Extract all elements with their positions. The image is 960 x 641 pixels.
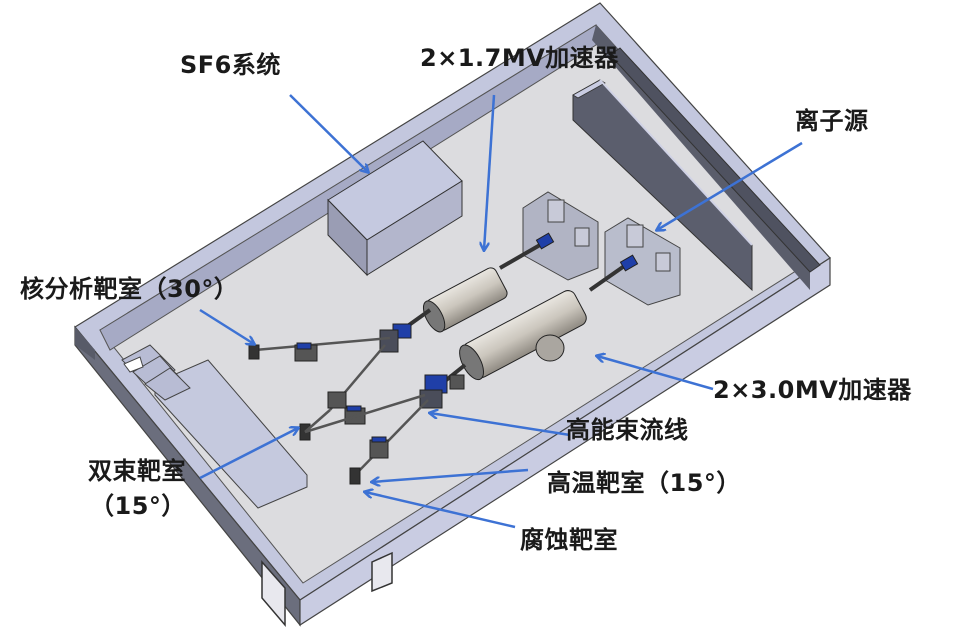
accelerator-3-0mv-tank-port bbox=[535, 334, 565, 362]
building bbox=[74, 2, 831, 628]
sf6-box bbox=[327, 140, 463, 277]
ion-source-enclosure-2 bbox=[604, 217, 681, 306]
arrow-ion bbox=[657, 141, 803, 230]
door-front bbox=[371, 551, 393, 593]
callout-arrows bbox=[199, 94, 803, 529]
label-ion-source: 离子源 bbox=[795, 107, 869, 135]
label-high-temp-chamber: 高温靶室（15°） bbox=[547, 469, 741, 497]
label-dual-beam-chamber: 双束靶室 bbox=[88, 457, 186, 485]
label-corrosion-chamber: 腐蚀靶室 bbox=[520, 526, 618, 554]
label-high-energy-beamline: 高能束流线 bbox=[566, 416, 689, 444]
label-sf6-system: SF6系统 bbox=[180, 51, 281, 79]
arrow-hebeam bbox=[430, 413, 571, 437]
label-nuclear-analysis-chamber: 核分析靶室（30°） bbox=[20, 275, 239, 303]
label-dual-beam-angle: （15°） bbox=[90, 492, 186, 520]
door-left bbox=[261, 560, 286, 628]
platform bbox=[154, 359, 308, 509]
building-wall-left-face-shade bbox=[75, 327, 95, 360]
arrow-sf6 bbox=[289, 94, 368, 172]
accelerator-3-0mv bbox=[459, 290, 587, 381]
arrow-acc17 bbox=[484, 94, 496, 250]
label-3-0mv-accelerator: 2×3.0MV加速器 bbox=[713, 376, 912, 404]
arrow-acc30 bbox=[597, 356, 714, 391]
arrow-nuclear bbox=[199, 308, 254, 344]
arrow-hightemp bbox=[372, 468, 529, 482]
stairs bbox=[121, 344, 191, 401]
ion-source-enclosure-1 bbox=[522, 191, 599, 281]
shield-wall-back bbox=[609, 47, 821, 273]
label-1-7mv-accelerator: 2×1.7MV加速器 bbox=[420, 44, 619, 72]
arrow-corrosion bbox=[365, 492, 516, 529]
beamline-3-0mv bbox=[304, 254, 639, 485]
arrow-dual bbox=[199, 428, 298, 480]
shield-wall-inner-top bbox=[572, 79, 606, 99]
